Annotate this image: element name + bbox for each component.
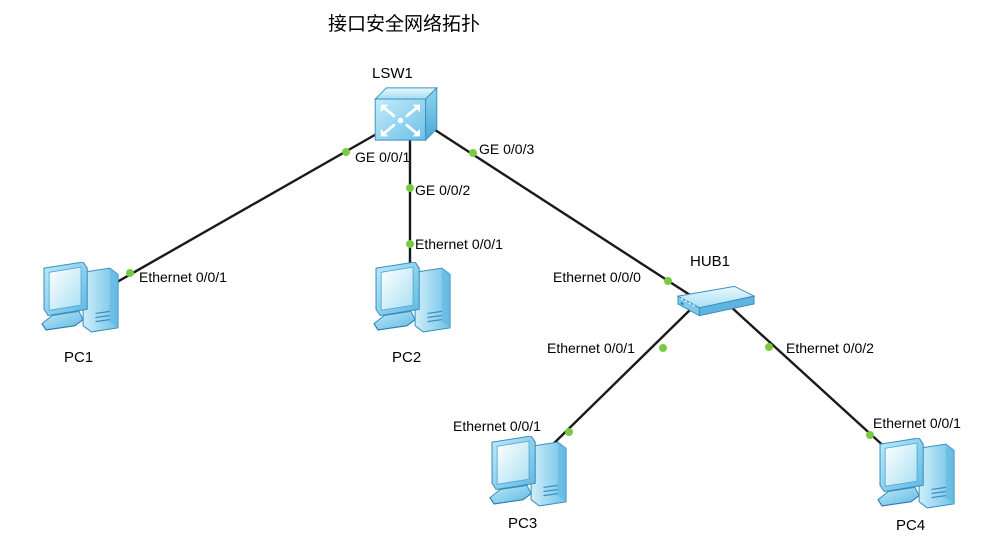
link-hub1-pc4 (729, 305, 889, 451)
port-dot (342, 148, 350, 156)
port-dot (406, 184, 414, 192)
port-dot (406, 240, 414, 248)
port-label-pc3-eth001: Ethernet 0/0/1 (453, 418, 541, 434)
port-dot (469, 149, 477, 157)
device-label: LSW1 (372, 65, 413, 82)
device-hub1[interactable]: HUB1 (677, 253, 755, 317)
port-labels: GE 0/0/1 Ethernet 0/0/1 GE 0/0/2 Etherne… (139, 141, 961, 434)
port-label-pc4-eth001: Ethernet 0/0/1 (873, 415, 961, 431)
device-pc2[interactable]: PC2 (373, 262, 451, 366)
pc-icon (41, 262, 119, 333)
port-label-lsw1-ge003: GE 0/0/3 (479, 141, 534, 157)
device-label: PC3 (508, 515, 537, 532)
port-dot (126, 269, 134, 277)
link-lsw1-pc1 (102, 130, 381, 292)
device-label: PC2 (392, 349, 421, 366)
links (102, 126, 889, 453)
port-dot (866, 431, 874, 439)
link-hub1-pc3 (544, 305, 695, 453)
port-label-lsw1-ge001: GE 0/0/1 (355, 149, 410, 165)
device-pc4[interactable]: PC4 (877, 438, 955, 534)
device-label: HUB1 (690, 253, 730, 270)
device-label: PC4 (896, 517, 925, 534)
port-dot (659, 344, 667, 352)
port-label-hub1-eth001: Ethernet 0/0/1 (547, 340, 635, 356)
device-lsw1[interactable]: LSW1 (372, 65, 439, 142)
device-label: PC1 (64, 349, 93, 366)
port-label-pc2-eth001: Ethernet 0/0/1 (415, 236, 503, 252)
pc-icon (373, 262, 451, 333)
port-label-lsw1-ge002: GE 0/0/2 (415, 182, 470, 198)
port-dot (664, 277, 672, 285)
diagram-title: 接口安全网络拓扑 (328, 13, 480, 35)
switch-icon (373, 86, 439, 142)
port-dots (126, 148, 874, 439)
pc-icon (489, 436, 567, 507)
device-pc1[interactable]: PC1 (41, 262, 119, 366)
port-dot (765, 343, 773, 351)
port-label-hub1-eth002: Ethernet 0/0/2 (786, 340, 874, 356)
pc-icon (877, 438, 955, 509)
port-label-pc1-eth001: Ethernet 0/0/1 (139, 269, 227, 285)
port-dot (565, 428, 573, 436)
device-pc3[interactable]: PC3 (489, 436, 567, 532)
port-label-hub1-eth000: Ethernet 0/0/0 (553, 269, 641, 285)
